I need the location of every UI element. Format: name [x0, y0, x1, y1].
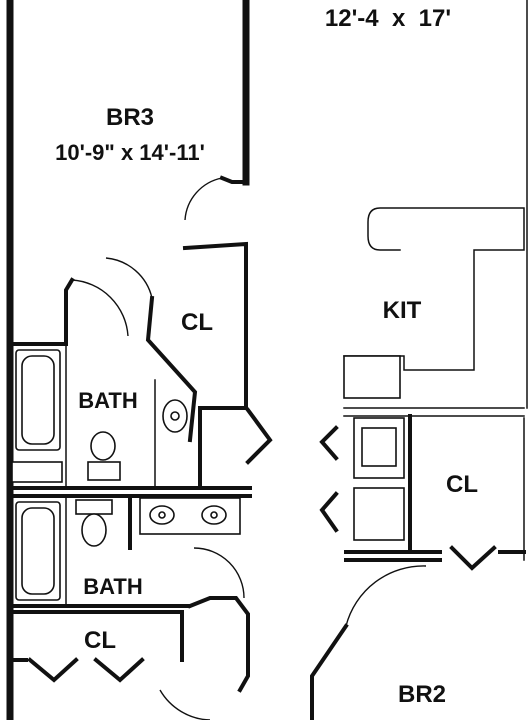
sink-3-drain [210, 511, 218, 519]
refrigerator [353, 487, 405, 541]
cl-mid-label: CL [446, 471, 478, 498]
br3-door [71, 177, 223, 337]
toilet-2-tank [75, 499, 113, 515]
range-top [361, 427, 397, 467]
bath1 [11, 343, 188, 487]
br3-dims: 10'-9" x 14'-11' [55, 140, 205, 165]
bathtub-2-basin [21, 507, 55, 595]
kitchen [343, 207, 525, 562]
bottom-closet [8, 596, 250, 720]
toilet-1-bowl [90, 431, 116, 461]
toilet-1-tank [87, 461, 121, 481]
living-dims: 12'-4 x 17' [325, 5, 451, 32]
toilet-2-bowl [81, 513, 107, 547]
sink-2-drain [158, 511, 166, 519]
sink-1-drain [170, 411, 180, 421]
bath2 [8, 494, 245, 608]
bath2-label: BATH [83, 574, 142, 599]
outer-walls [6, 0, 528, 720]
bath1-shelf [11, 461, 63, 483]
br2-label: BR2 [398, 681, 446, 708]
cl-br3-label: CL [181, 309, 213, 336]
br2-walls [310, 565, 427, 720]
br3-label: BR3 [106, 104, 154, 131]
cl-bottom-label: CL [84, 627, 116, 654]
br3-walls [8, 175, 248, 443]
kitchen-counter [343, 355, 401, 399]
bathtub-1-basin [21, 355, 55, 445]
right-closet [449, 545, 526, 571]
kit-label: KIT [383, 297, 422, 324]
bath1-label: BATH [78, 388, 137, 413]
